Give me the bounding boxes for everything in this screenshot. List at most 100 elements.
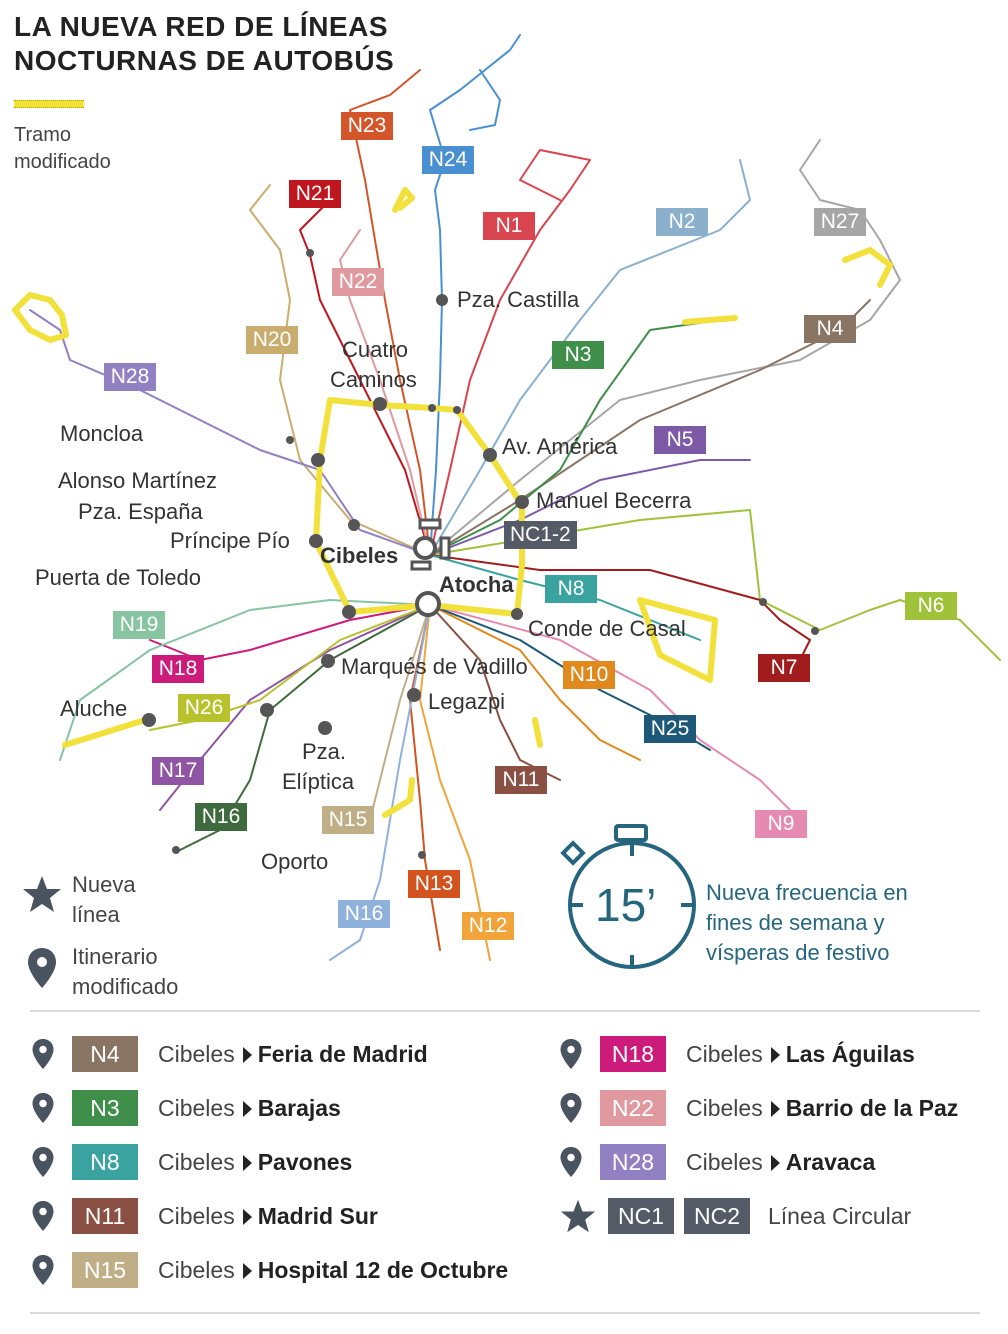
modified-section-n28 [12, 292, 69, 343]
terminal-marker-3 [410, 560, 432, 571]
route-n2 [429, 159, 751, 556]
line-badge-n19: N19 [113, 611, 165, 639]
place-cuatro-caminos-2: Caminos [330, 367, 417, 392]
star-icon [23, 876, 61, 912]
route-n16b [329, 604, 431, 961]
place-moncloa: Moncloa [60, 421, 144, 446]
map-title: LA NUEVA RED DE LÍNEAS NOCTURNAS DE AUTO… [14, 10, 394, 78]
place-manuel-becerra: Manuel Becerra [536, 488, 692, 513]
place-alonso-martinez: Alonso Martínez [58, 468, 217, 493]
line-badge-n11: N11 [495, 766, 547, 794]
route-terminus: Madrid Sur [257, 1203, 378, 1229]
arrow-right-icon [242, 1209, 252, 1225]
route-terminus: Barajas [257, 1095, 341, 1121]
route-origin: Cibeles [158, 1149, 235, 1175]
modified-section-label: Tramo modificado [14, 122, 111, 176]
line-badge-n7: N7 [758, 654, 810, 682]
line-badge-n1: N1 [483, 212, 535, 240]
route-n3 [429, 319, 721, 556]
title-line-1: LA NUEVA RED DE LÍNEAS [14, 11, 388, 42]
route-code: N3 [72, 1090, 138, 1126]
place-pza-castilla: Pza. Castilla [457, 287, 580, 312]
modified-section-label-line-2: modificado [14, 151, 111, 173]
line-badge-n10: N10 [563, 661, 615, 689]
legend-new-line-text-2: línea [72, 902, 120, 927]
arrow-right-icon [770, 1155, 780, 1171]
route-circular-label: Línea Circular [768, 1203, 912, 1229]
route-n27 [429, 139, 901, 556]
star-icon [560, 1199, 596, 1233]
line-badge-n5: N5 [654, 426, 706, 454]
arrow-right-icon [242, 1263, 252, 1279]
route-terminus: Aravaca [785, 1149, 876, 1175]
line-badge-n13: N13 [408, 870, 460, 898]
stop-pza-castilla [436, 294, 448, 306]
route-origin: Cibeles [686, 1149, 763, 1175]
line-badge-n16: N16 [195, 803, 247, 831]
route-destination: Cibeles Aravaca [686, 1146, 875, 1178]
route-n23 [349, 69, 431, 556]
route-n22 [339, 229, 431, 556]
line-badge-n12: N12 [462, 912, 514, 940]
location-pin-icon [28, 948, 56, 988]
route-n10 [429, 604, 641, 761]
route-n12 [419, 604, 491, 961]
route-origin: Cibeles [686, 1041, 763, 1067]
route-origin: Cibeles [158, 1203, 235, 1229]
route-origin: Cibeles [158, 1095, 235, 1121]
route-destination: Cibeles Madrid Sur [158, 1200, 378, 1232]
legend-modified-route-text-1: Itinerario [72, 944, 158, 969]
stop-minor-3 [306, 249, 314, 257]
stop-av-america [483, 448, 497, 462]
location-pin-icon [32, 1039, 54, 1069]
route-code: N28 [600, 1144, 666, 1180]
route-row-n3: N3 Cibeles Barajas [28, 1088, 468, 1128]
modified-section-n15 [382, 777, 415, 818]
hub-cibeles [413, 536, 437, 560]
location-pin-icon [560, 1147, 582, 1177]
stop-minor-1 [428, 404, 436, 412]
stop-minor-7 [418, 851, 426, 859]
route-origin: Cibeles [686, 1095, 763, 1121]
route-destination: Cibeles Barajas [158, 1092, 341, 1124]
line-badge-n26: N26 [178, 694, 230, 722]
modified-section-label-line-1: Tramo [14, 124, 72, 146]
stop-minor-8 [172, 846, 180, 854]
modified-section-n23 [392, 187, 415, 213]
stop-pza-eliptica [318, 721, 332, 735]
route-n15 [369, 604, 431, 821]
line-badge-n25: N25 [644, 715, 696, 743]
route-origin: Cibeles [158, 1257, 235, 1283]
place-legazpi: Legazpi [428, 689, 506, 714]
line-badge-n23: N23 [341, 112, 393, 140]
place-cibeles: Cibeles [320, 543, 399, 568]
route-n18 [149, 604, 431, 661]
divider-top [30, 1010, 980, 1012]
stop-cuatro-caminos [373, 397, 387, 411]
place-principe-pio: Príncipe Pío [170, 528, 290, 553]
arrow-right-icon [770, 1047, 780, 1063]
stop-aluche [142, 713, 156, 727]
place-pza-espana: Pza. España [78, 499, 203, 524]
route-terminus: Feria de Madrid [257, 1041, 428, 1067]
line-badge-n27: N27 [814, 208, 866, 236]
route-code-nc1: NC1 [608, 1198, 674, 1234]
place-oporto: Oporto [261, 849, 329, 874]
legend-modified-route: Itinerario modificado [22, 942, 242, 1006]
title-line-2: NOCTURNAS DE AUTOBÚS [14, 45, 395, 76]
route-terminus: Pavones [257, 1149, 353, 1175]
line-badge-n24: N24 [422, 146, 474, 174]
frequency-note: Nueva frecuencia en fines de semana y ví… [706, 878, 908, 968]
bus-network-map [12, 34, 1001, 969]
route-code-nc2: NC2 [684, 1198, 750, 1234]
route-n21 [299, 199, 431, 556]
line-badge-n17: N17 [152, 757, 204, 785]
stop-manuel-becerra [515, 495, 529, 509]
place-cuatro-caminos-1: Cuatro [342, 337, 409, 362]
line-badge-n28: N28 [104, 363, 156, 391]
place-atocha: Atocha [439, 572, 514, 597]
